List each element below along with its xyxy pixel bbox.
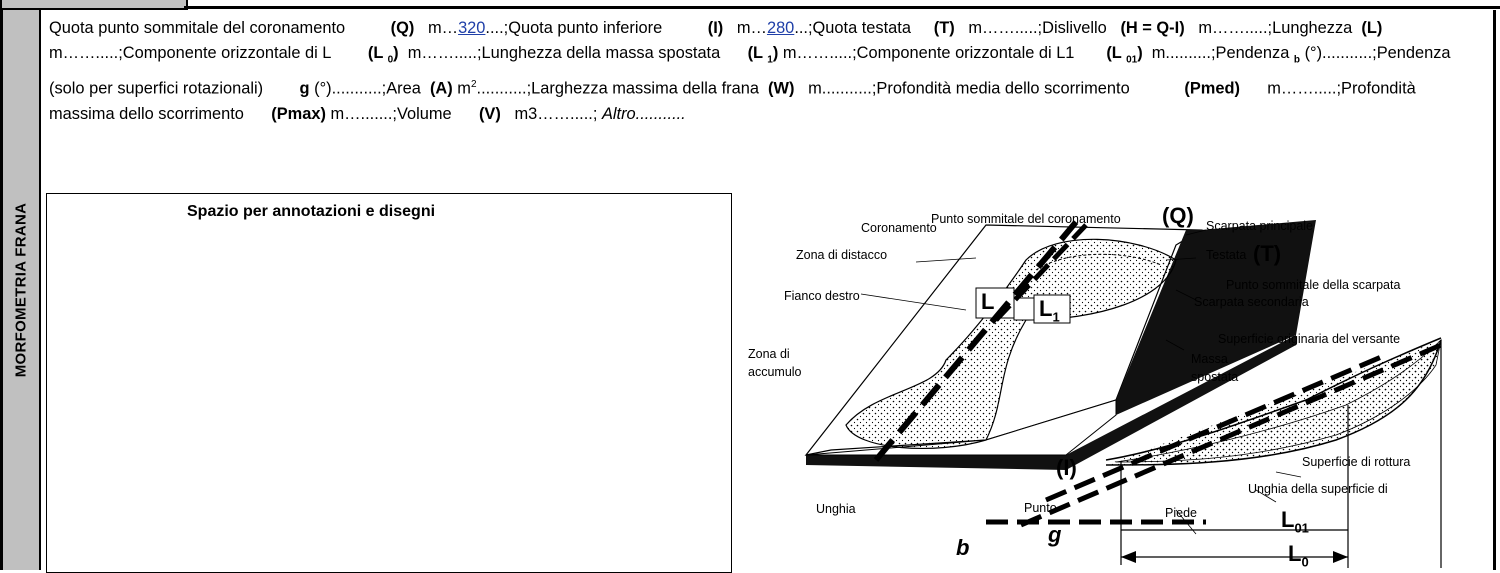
top-rule xyxy=(184,6,1500,9)
label-coronamento: Coronamento xyxy=(861,221,937,235)
label-zona-accumulo-1: Zona di xyxy=(748,347,790,361)
a-label: Area xyxy=(386,79,421,98)
label-l: L xyxy=(981,289,995,314)
pmed-unit[interactable]: m…….....; xyxy=(1267,79,1342,98)
b-label: Pendenza xyxy=(1215,44,1290,62)
i-unit: m… xyxy=(736,19,767,37)
l01-code: (L 01) xyxy=(1106,44,1143,66)
pmax-code: (Pmax) xyxy=(271,104,326,123)
i-code: (I) xyxy=(707,19,724,37)
label-fianco-destro: Fianco destro xyxy=(784,289,860,303)
i-value[interactable]: 280 xyxy=(766,19,795,37)
label-scarpata-principale: Scarpata principale xyxy=(1206,219,1314,233)
i-tail: ...; xyxy=(794,19,813,37)
header-tab xyxy=(0,0,188,10)
i-label: Quota punto inferiore xyxy=(508,19,663,37)
label-l0: L0 xyxy=(1288,541,1309,570)
v-label: Volume xyxy=(396,104,452,123)
pmed-label: Profondità media dello scorrimento xyxy=(876,79,1130,98)
h-code: (H = Q-I) xyxy=(1120,19,1185,37)
pmax-unit[interactable]: m….......; xyxy=(330,104,397,123)
b-unit[interactable]: (°)...........; xyxy=(1304,44,1377,62)
label-g: g xyxy=(1048,522,1062,547)
label-unghia-superficie: Unghia della superficie di xyxy=(1248,482,1388,496)
a-tail[interactable]: ...........; xyxy=(476,79,532,98)
h-unit[interactable]: m…….....; xyxy=(1198,19,1273,37)
label-piede: Piede xyxy=(1165,506,1197,520)
label-superficie-rottura: Superficie di rottura xyxy=(1302,455,1411,469)
label-superficie-originaria: Superficie originaria del versante xyxy=(1218,332,1401,346)
label-q: (Q) xyxy=(1162,203,1194,228)
label-punto-sommitale-coronamento: Punto sommitale del coronamento xyxy=(931,212,1121,226)
l0-sub: 0 xyxy=(387,54,394,66)
l-unit[interactable]: m…….....; xyxy=(49,44,123,62)
l0-unit[interactable]: m…….....; xyxy=(407,44,482,62)
q-tail: ....; xyxy=(485,19,509,37)
label-l1: L1 xyxy=(1039,296,1060,325)
l01-label: Componente orizzontale di L1 xyxy=(856,44,1075,62)
v-code: (V) xyxy=(478,104,501,123)
notes-title: Spazio per annotazioni e disegni xyxy=(187,203,436,220)
l1-code: (L 1) xyxy=(747,44,779,66)
l01-sub: 01 xyxy=(1126,54,1138,66)
parameters-text: Quota punto sommitale del coronamento (Q… xyxy=(49,16,1474,127)
label-massa-2: spostata xyxy=(1191,370,1239,384)
label-massa-1: Massa xyxy=(1191,352,1228,366)
label-punto: Punto xyxy=(1024,501,1057,515)
label-i: (I) xyxy=(1056,455,1077,480)
section-side-label: MORFOMETRIA FRANA xyxy=(3,10,41,570)
l-label: Lunghezza xyxy=(1272,19,1353,37)
l-code: (L) xyxy=(1361,19,1383,37)
label-punto-sommitale-scarpata: Punto sommitale della scarpata xyxy=(1226,278,1401,292)
l0-code: (L 0) xyxy=(367,44,399,66)
landslide-diagram: Punto sommitale del coronamento (Q) Coro… xyxy=(736,190,1476,570)
slope-base xyxy=(806,335,1296,470)
a-sup: 2 xyxy=(470,79,477,91)
slope-dark-face xyxy=(1116,220,1316,415)
label-t: (T) xyxy=(1253,241,1282,266)
slope-line-b xyxy=(1020,342,1442,528)
w-label: Larghezza massima della frana xyxy=(531,79,759,98)
g-code: g xyxy=(299,79,310,98)
b-code: b xyxy=(1293,54,1301,66)
w-unit[interactable]: m...........; xyxy=(808,79,877,98)
label-l01: L01 xyxy=(1281,507,1309,536)
v-unit[interactable]: m3…….....; xyxy=(514,104,598,123)
q-value[interactable]: 320 xyxy=(458,19,486,37)
label-zona-accumulo-2: accumulo xyxy=(748,365,802,379)
section-label: MORFOMETRIA FRANA xyxy=(12,202,30,378)
notes-area[interactable]: Spazio per annotazioni e disegni xyxy=(46,193,732,573)
l0-label: Componente orizzontale di L xyxy=(122,44,332,62)
label-scarpata-secondaria: Scarpata secondaria xyxy=(1194,295,1309,309)
q-unit: m… xyxy=(428,19,459,37)
w-code: (W) xyxy=(768,79,795,98)
t-code: (T) xyxy=(933,19,955,37)
l1-label: Lunghezza della massa spostata xyxy=(481,44,721,62)
label-b: b xyxy=(956,535,970,560)
t-label: Quota testata xyxy=(812,19,911,37)
a-unit: m xyxy=(457,79,471,98)
g-label: Pendenza (solo per superfici rotazionali… xyxy=(49,44,1451,98)
h-label: Dislivello xyxy=(1042,19,1107,37)
q-code: (Q) xyxy=(390,19,415,37)
t-unit[interactable]: m…….....; xyxy=(968,19,1043,37)
altro-field[interactable]: Altro........... xyxy=(601,104,686,123)
label-zona-distacco: Zona di distacco xyxy=(796,248,888,262)
chord-line-l xyxy=(873,220,1079,462)
a-code: (A) xyxy=(429,79,453,98)
label-testata: Testata xyxy=(1206,248,1247,262)
section-frame xyxy=(0,10,1496,570)
l1-sub: 1 xyxy=(767,54,773,66)
pmed-code: (Pmed) xyxy=(1184,79,1240,98)
top-border xyxy=(0,0,1500,10)
l1-unit[interactable]: m…….....; xyxy=(782,44,857,62)
landslide-drawing xyxy=(804,220,1442,568)
q-label: Quota punto sommitale del coronamento xyxy=(49,19,346,37)
l01-unit[interactable]: m..........; xyxy=(1151,44,1216,62)
pmax-label: Profondità massima dello scorrimento xyxy=(49,79,1416,123)
g-unit[interactable]: (°)...........; xyxy=(314,79,387,98)
label-unghia: Unghia xyxy=(816,502,856,516)
